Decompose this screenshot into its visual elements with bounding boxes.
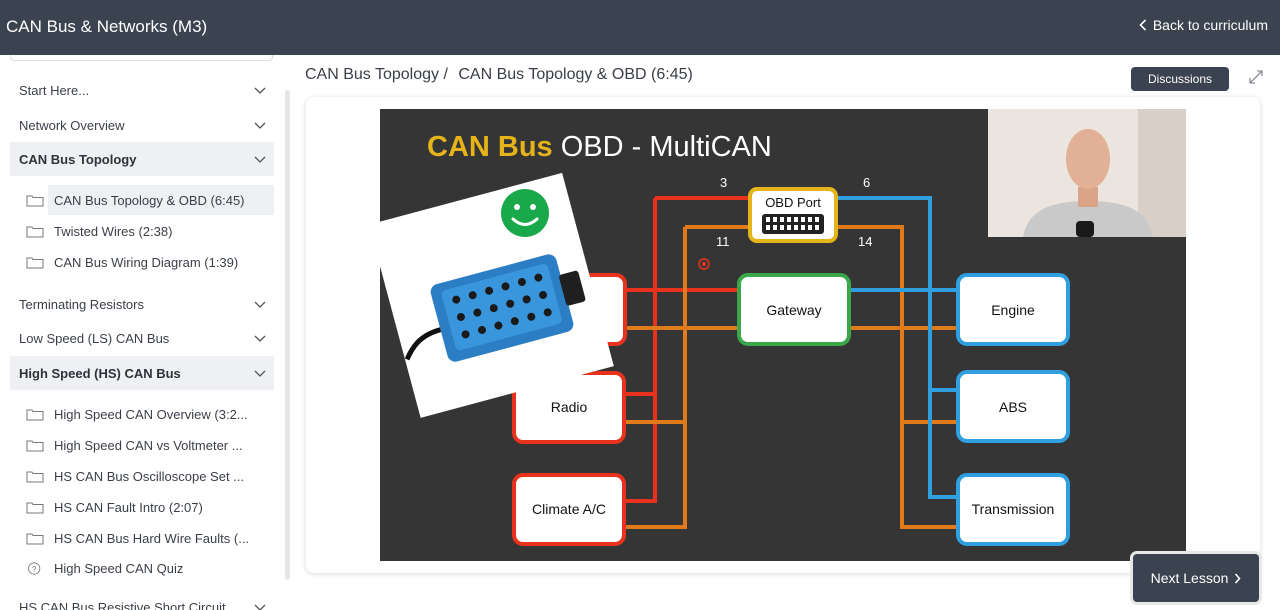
folder-icon [26, 471, 44, 482]
presenter-avatar [988, 109, 1186, 237]
folder-icon [26, 409, 44, 420]
pin-3-label: 3 [720, 175, 728, 190]
section-high-speed-can[interactable]: High Speed (HS) CAN Bus [10, 356, 274, 390]
breadcrumb-section-link[interactable]: CAN Bus Topology [305, 66, 439, 83]
lesson-item[interactable]: HS CAN Bus Hard Wire Faults (... [26, 523, 249, 553]
section-label: CAN Bus Topology [19, 151, 137, 167]
slide-title-highlight: CAN Bus [427, 131, 553, 163]
orange-wire [625, 227, 687, 529]
section-low-speed-can[interactable]: Low Speed (LS) CAN Bus [10, 321, 274, 355]
gateway-label: Gateway [766, 302, 822, 318]
lesson-label: HS CAN Bus Hard Wire Faults (... [54, 530, 250, 546]
transmission-label: Transmission [971, 501, 1055, 517]
red-wire [625, 198, 657, 503]
engine-node [956, 273, 1070, 346]
folder-icon [26, 257, 44, 268]
lesson-main: CAN Bus Topology / CAN Bus Topology & OB… [290, 55, 1280, 610]
lesson-label: HS CAN Fault Intro (2:07) [54, 499, 203, 515]
section-terminating-resistors[interactable]: Terminating Resistors [10, 287, 274, 321]
section-network-overview[interactable]: Network Overview [10, 108, 274, 142]
abs-label: ABS [998, 399, 1027, 415]
pin-11-label: 11 [716, 234, 730, 249]
curriculum-sidebar: Start Here... Network Overview CAN Bus T… [0, 55, 290, 610]
svg-text:?: ? [32, 564, 37, 573]
lesson-label: CAN Bus Wiring Diagram (1:39) [54, 254, 239, 270]
chevron-down-icon [254, 604, 266, 610]
chevron-down-icon [254, 122, 266, 129]
multican-photo [380, 172, 614, 418]
pointer-indicator [698, 258, 710, 270]
video-player[interactable]: CAN Bus OBD - MultiCAN OBD Port 3 6 11 1… [380, 109, 1186, 561]
lesson-label: CAN Bus Topology & OBD (6:45) [54, 192, 245, 208]
pin-14-label: 14 [858, 234, 873, 249]
folder-icon [26, 502, 44, 513]
lesson-item[interactable]: Twisted Wires (2:38) [26, 216, 172, 246]
pin-6-label: 6 [863, 175, 871, 190]
section-label: Start Here... [19, 82, 90, 98]
radio-label: Radio [550, 399, 588, 415]
lesson-label: High Speed CAN Overview (3:2... [54, 406, 248, 422]
chevron-down-icon [254, 335, 266, 342]
lesson-item[interactable]: ? High Speed CAN Quiz [26, 553, 183, 583]
section-label: Low Speed (LS) CAN Bus [19, 330, 170, 346]
lesson-label: High Speed CAN Quiz [54, 560, 184, 576]
folder-icon [26, 440, 44, 451]
discussions-button[interactable]: Discussions [1131, 67, 1229, 91]
next-lesson-button[interactable]: Next Lesson [1133, 554, 1259, 602]
section-start-here[interactable]: Start Here... [10, 73, 274, 107]
lesson-item[interactable]: HS CAN Bus Oscilloscope Set ... [26, 461, 244, 491]
next-lesson-label: Next Lesson [1150, 570, 1229, 586]
folder-icon [26, 195, 44, 207]
orange-wire [835, 225, 957, 529]
lesson-item[interactable]: High Speed CAN Overview (3:2... [26, 399, 248, 429]
section-label: High Speed (HS) CAN Bus [19, 365, 181, 381]
lesson-label: High Speed CAN vs Voltmeter ... [54, 437, 243, 453]
sidebar-scrollbar[interactable] [285, 90, 290, 580]
abs-node [956, 370, 1070, 443]
chevron-down-icon [254, 301, 266, 308]
lesson-item[interactable]: CAN Bus Wiring Diagram (1:39) [26, 247, 238, 277]
chevron-right-icon [1235, 572, 1241, 584]
chevron-down-icon [254, 370, 266, 377]
climate-node [512, 473, 626, 546]
slide-title: CAN Bus OBD - MultiCAN [427, 131, 772, 164]
breadcrumb-separator: / [443, 66, 448, 83]
blue-wire [835, 196, 957, 499]
back-label: Back to curriculum [1152, 17, 1268, 33]
section-label: Network Overview [19, 117, 125, 133]
lesson-item-current[interactable]: CAN Bus Topology & OBD (6:45) [26, 185, 274, 215]
chevron-down-icon [254, 87, 266, 94]
slide-title-rest: OBD - MultiCAN [552, 131, 772, 163]
breadcrumb-lesson: CAN Bus Topology & OBD (6:45) [458, 66, 693, 83]
lesson-item[interactable]: High Speed CAN vs Voltmeter ... [26, 430, 243, 460]
presenter-webcam [988, 109, 1186, 237]
back-to-curriculum-link[interactable]: Back to curriculum [1139, 17, 1268, 33]
lesson-item[interactable]: HS CAN Fault Intro (2:07) [26, 492, 203, 522]
chevron-left-icon [1139, 19, 1146, 31]
smiley-icon [501, 189, 549, 237]
folder-icon [26, 533, 44, 544]
transmission-node [956, 473, 1070, 546]
section-hs-resistive-short[interactable]: HS CAN Bus Resistive Short Circuit ... [10, 590, 274, 610]
top-bar: CAN Bus & Networks (M3) Back to curricul… [0, 0, 1280, 55]
chevron-down-icon [254, 156, 266, 163]
course-title: CAN Bus & Networks (M3) [6, 17, 208, 36]
obd-connector-icon [762, 214, 824, 234]
expand-icon[interactable] [1248, 69, 1264, 85]
section-label: HS CAN Bus Resistive Short Circuit ... [19, 599, 241, 610]
section-can-bus-topology[interactable]: CAN Bus Topology [10, 142, 274, 176]
search-input[interactable] [10, 55, 273, 61]
folder-icon [26, 226, 44, 237]
section-label: Terminating Resistors [19, 296, 144, 312]
obd-port-label: OBD Port [765, 195, 821, 210]
can-bus-diagram [380, 172, 1070, 546]
quiz-icon: ? [28, 561, 41, 575]
breadcrumb: CAN Bus Topology / CAN Bus Topology & OB… [305, 66, 693, 84]
lesson-label: HS CAN Bus Oscilloscope Set ... [54, 468, 245, 484]
lesson-label: Twisted Wires (2:38) [54, 223, 173, 239]
gateway-node [737, 273, 851, 346]
engine-label: Engine [991, 302, 1035, 318]
climate-label: Climate A/C [532, 501, 606, 517]
